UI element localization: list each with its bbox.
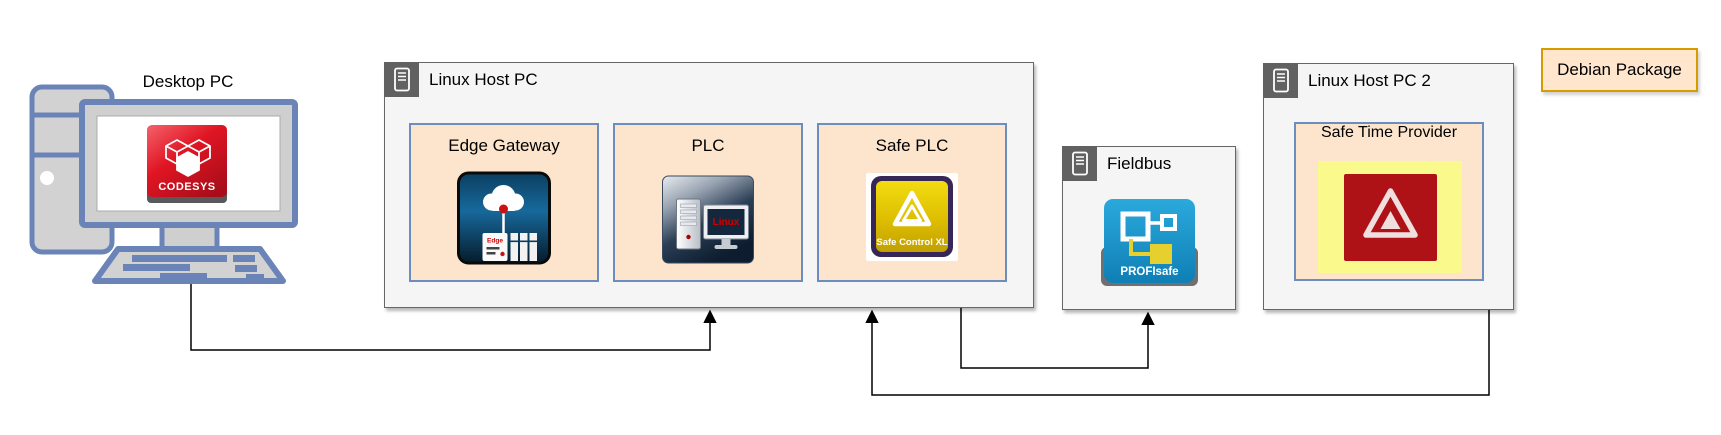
pc-keyboard-icon xyxy=(92,246,286,284)
linux-host-pc-title: Linux Host PC xyxy=(429,70,538,89)
safe-time-yellow-panel xyxy=(1318,161,1462,273)
profisafe-icon: PROFIsafe xyxy=(1101,199,1198,286)
edge-badge-text: Edge xyxy=(487,238,503,245)
edge-gateway-label: Edge Gateway xyxy=(448,136,560,155)
linux-host-pc-2-box: Linux Host PC 2 Safe Time Provider xyxy=(1263,63,1514,310)
plc-linux-icon: Linux xyxy=(662,175,754,264)
desktop-pc-illustration: CODESYS xyxy=(29,84,298,284)
edge-gateway-box: Edge Gateway Edge xyxy=(409,123,599,282)
linux-host-pc-box: Linux Host PC Edge Gateway Edge xyxy=(384,62,1034,308)
debian-package-label: Debian Package xyxy=(1557,60,1682,79)
debian-package-legend: Debian Package xyxy=(1541,48,1698,92)
server-icon xyxy=(1263,63,1298,98)
server-icon xyxy=(1062,146,1097,181)
fieldbus-title: Fieldbus xyxy=(1107,154,1172,173)
codesys-text: CODESYS xyxy=(158,181,215,193)
safe-time-warning-icon xyxy=(1343,173,1437,261)
plc-linux-text: Linux xyxy=(713,217,740,228)
desktop-pc-label: Desktop PC xyxy=(142,72,234,91)
codesys-icon: CODESYS xyxy=(147,125,227,203)
fieldbus-box: Fieldbus PROFIsafe xyxy=(1062,146,1236,310)
linux-host-pc-2-title: Linux Host PC 2 xyxy=(1308,71,1431,90)
safe-time-provider-box: Safe Time Provider xyxy=(1294,122,1484,281)
safe-plc-box: Safe PLC Safe Control XL xyxy=(817,123,1007,282)
connector-host1-to-fieldbus xyxy=(960,308,1155,369)
safe-control-xl-text: Safe Control XL xyxy=(876,237,947,248)
server-icon xyxy=(384,62,419,97)
profisafe-text: PROFIsafe xyxy=(1120,266,1178,278)
safe-control-xl-icon: Safe Control XL xyxy=(866,173,958,261)
connector-host2-to-safeplc xyxy=(865,309,1490,396)
plc-box: PLC xyxy=(613,123,803,282)
plc-label: PLC xyxy=(691,136,725,155)
safe-time-provider-label: Safe Time Provider xyxy=(1320,124,1458,141)
edge-gateway-icon: Edge xyxy=(457,171,551,265)
safe-plc-label: Safe PLC xyxy=(875,136,949,155)
